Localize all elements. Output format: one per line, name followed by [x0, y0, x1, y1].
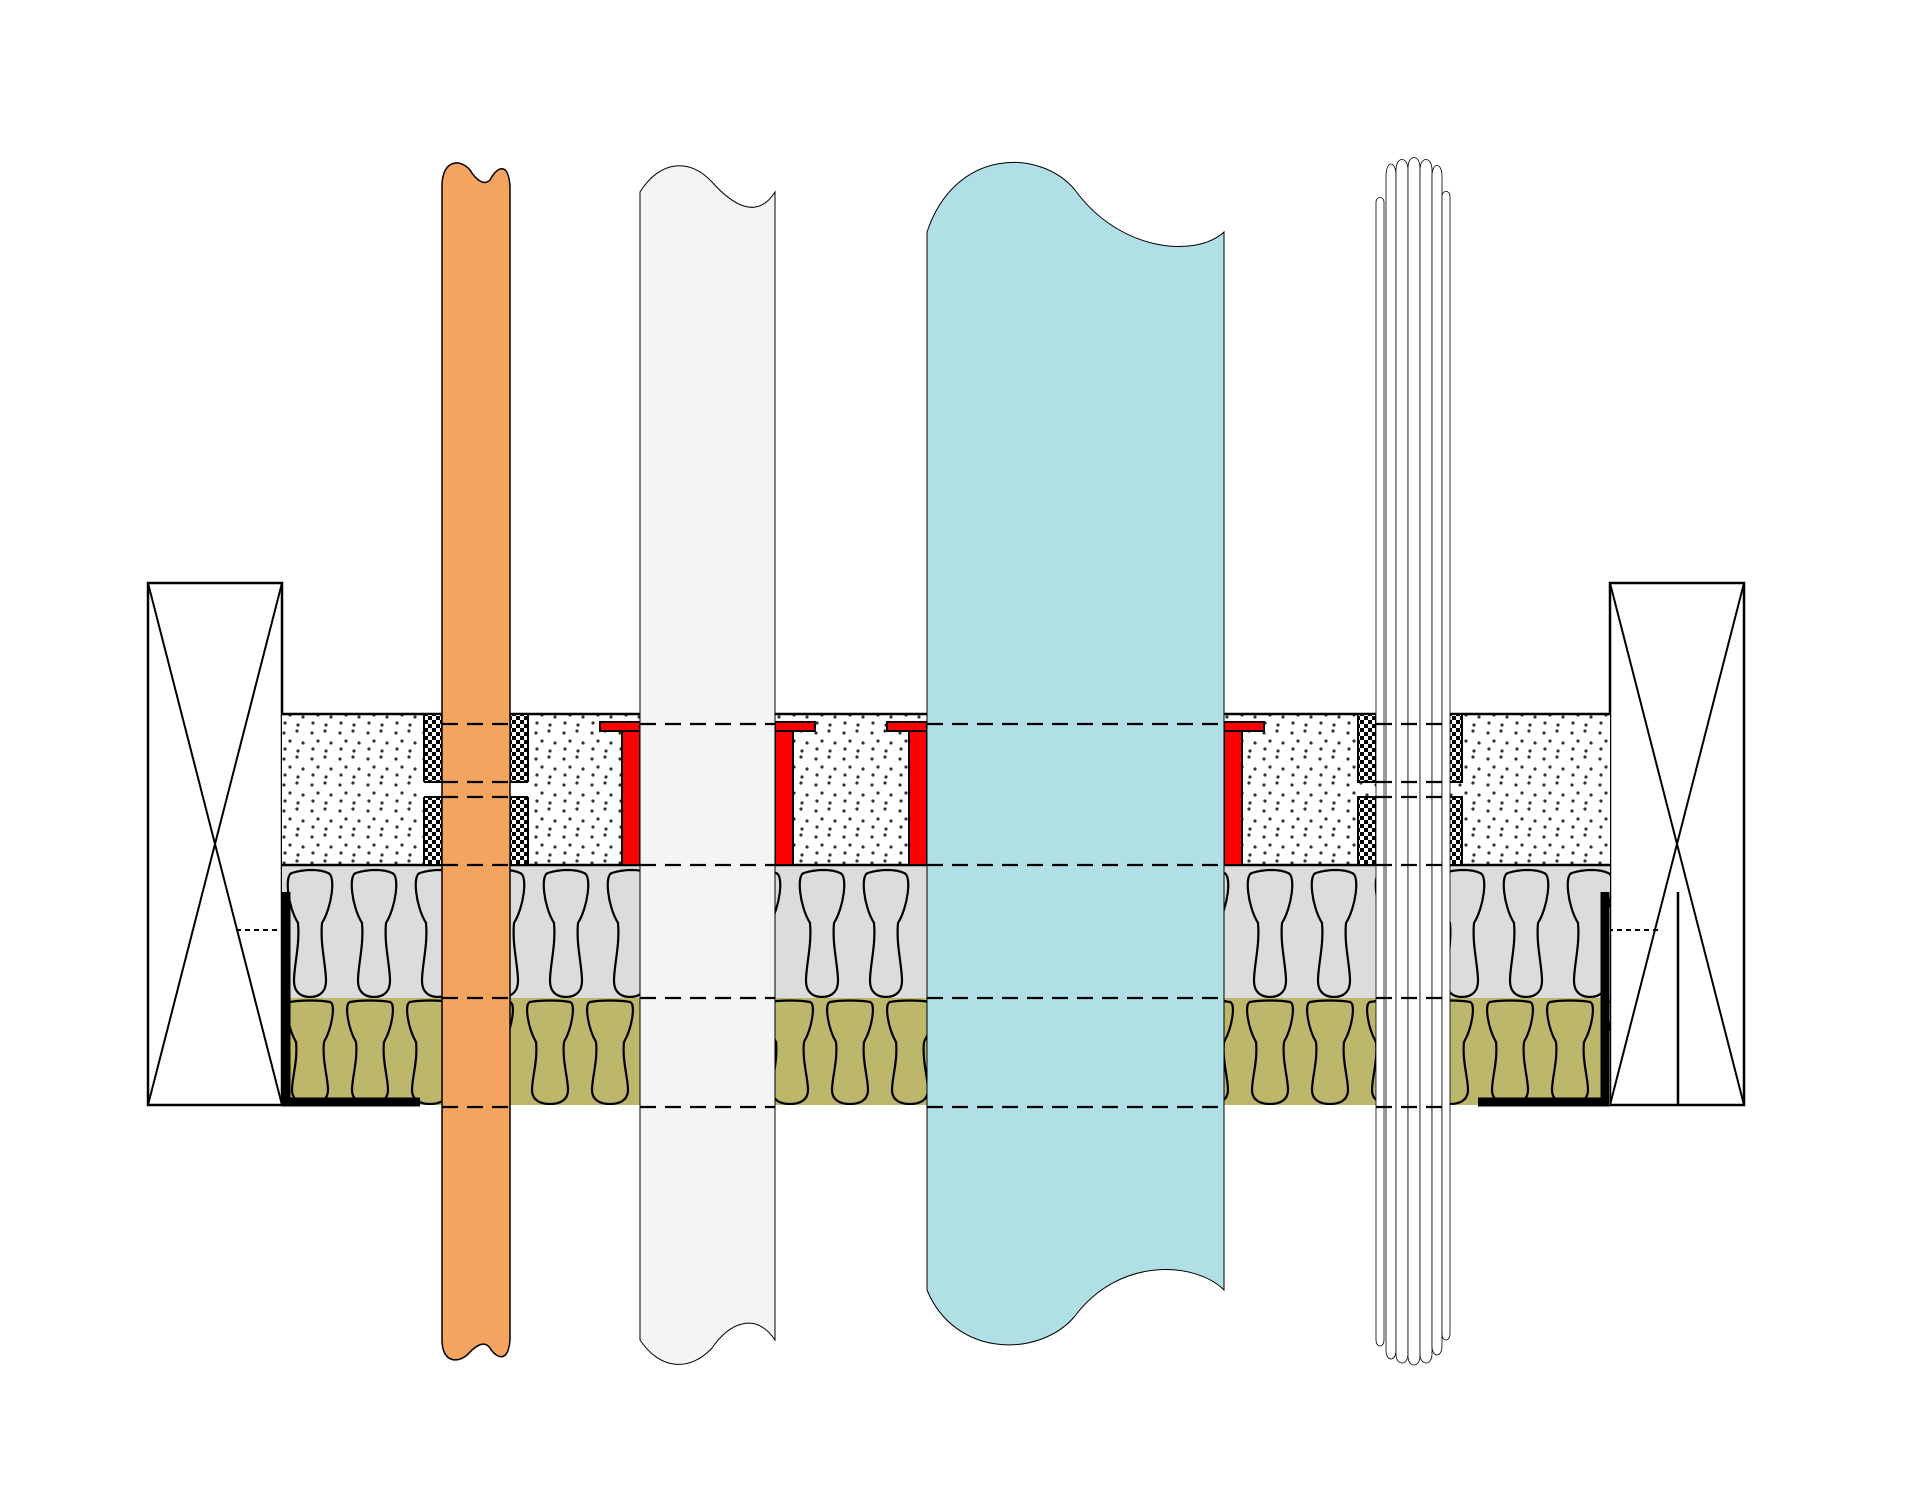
cable-bundle-icon — [1375, 157, 1451, 1366]
large-pipe-icon — [926, 162, 1225, 1346]
sealant-icon — [423, 713, 443, 783]
right-steel-frame — [1478, 892, 1610, 1107]
left-steel-frame — [281, 892, 420, 1107]
hidden-lines — [442, 722, 1444, 1109]
copper-pipe-icon — [441, 162, 511, 1361]
left-wall-icon — [146, 581, 302, 1107]
right-wall-icon — [1590, 581, 1746, 1107]
large-pipe-seal — [886, 721, 1265, 866]
steel-profile-icon — [621, 725, 641, 866]
plastic-pipe-icon — [639, 165, 776, 1365]
